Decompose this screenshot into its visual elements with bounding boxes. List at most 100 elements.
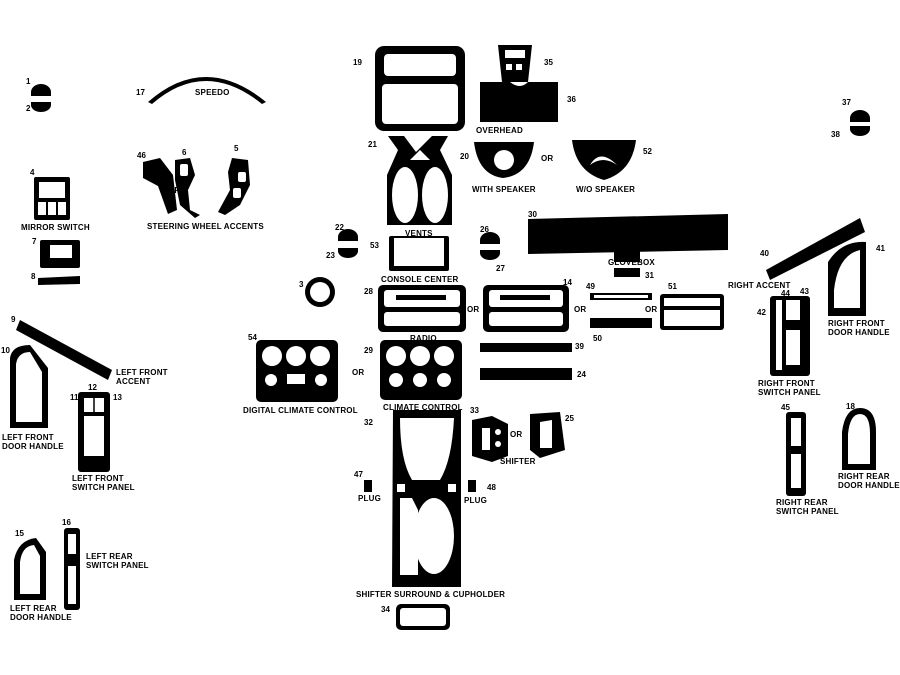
label-left-front-door-handle-2: DOOR HANDLE [2,442,64,451]
part-54-digital-climate-control [256,340,338,402]
part-53-vent-bottom [389,236,449,271]
part-number-29: 29 [364,346,373,355]
label-right-rear-switch-panel-2: SWITCH PANEL [776,507,839,516]
part-number-25: 25 [565,414,574,423]
part-number-15: 15 [15,529,24,538]
part-number-18: 18 [846,402,855,411]
part-number-19: 19 [353,58,362,67]
or-climate-control: OR [352,368,365,377]
part-number-3: 3 [299,280,304,289]
label-right-rear-switch-panel-1: RIGHT REAR [776,498,828,507]
part-number-40: 40 [760,249,769,258]
label-left-front-accent-2: ACCENT [116,377,151,386]
part-number-6: 6 [182,148,187,157]
part-number-32: 32 [364,418,373,427]
part-40-right-accent [766,218,865,280]
part-number-12: 12 [88,383,97,392]
part-26-27-knob-trim [480,232,500,260]
part-14-console-center-alt [483,285,569,332]
part-number-23: 23 [326,251,335,260]
part-49-radio-strip [590,293,652,300]
label-left-front-switch-panel-2: SWITCH PANEL [72,483,135,492]
part-number-27: 27 [496,264,505,273]
part-number-9: 9 [11,315,16,324]
part-number-53: 53 [370,241,379,250]
part-22-23-knob-trim [338,229,358,258]
part-number-17: 17 [136,88,145,97]
part-25-shifter [530,412,565,458]
label-radio: RADIO [410,334,437,343]
label-left-rear-switch-panel-1: LEFT REAR [86,552,133,561]
label-console-center: CONSOLE CENTER [381,275,459,284]
part-36-overhead-panel [480,82,558,122]
part-4-mirror-switch [34,177,70,220]
part-number-33: 33 [470,406,479,415]
label-plug-right: PLUG [464,496,488,505]
part-number-39: 39 [575,342,584,351]
or-radio-strip: OR [574,305,587,314]
part-number-22: 22 [335,223,344,232]
part-30-glovebox [528,214,728,262]
label-climate-control: CLIMATE CONTROL [383,403,463,412]
part-41-right-front-door-handle [828,241,866,316]
part-35-overhead-console [498,45,532,82]
part-number-14: 14 [563,278,572,287]
part-number-41: 41 [876,244,885,253]
label-vents: VENTS [405,229,433,238]
or-console-center: OR [467,305,480,314]
part-45-right-rear-switch-panel [786,412,806,496]
label-right-front-door-handle-1: RIGHT FRONT [828,319,885,328]
part-number-30: 30 [528,210,537,219]
part-number-34: 34 [381,605,390,614]
part-19-overhead-frame [375,46,465,131]
part-37-38-knob-trim [850,110,870,136]
part-11-13-left-front-switch-panel [78,392,110,472]
part-number-49: 49 [586,282,595,291]
part-number-26: 26 [480,225,489,234]
part-number-35: 35 [544,58,553,67]
part-number-10: 10 [1,346,10,355]
part-20-overhead-with-speaker [474,142,534,178]
part-33-shifter [472,416,508,462]
label-left-front-switch-panel-1: LEFT FRONT [72,474,124,483]
part-1-2-knob-trim [31,84,51,112]
label-mirror-switch: MIRROR SWITCH [21,223,90,232]
part-9-left-front-accent [16,320,112,380]
label-glovebox: GLOVEBOX [608,258,655,267]
part-21-vents [387,136,452,225]
label-right-front-switch-panel-2: SWITCH PANEL [758,388,821,397]
part-number-54: 54 [248,333,257,342]
label-shifter: SHIFTER [500,457,536,466]
part-10-left-front-door-handle [10,345,48,428]
part-5-steering-accent [218,158,250,215]
part-number-28: 28 [364,287,373,296]
part-number-4: 4 [30,168,35,177]
part-number-48: 48 [487,483,496,492]
part-31-glovebox-trim [614,268,640,277]
part-number-47: 47 [354,470,363,479]
part-number-51: 51 [668,282,677,291]
part-16-left-rear-switch-panel [64,528,80,610]
part-number-37: 37 [842,98,851,107]
part-17-speedo-arc [148,77,266,104]
label-left-front-accent-1: LEFT FRONT [116,368,168,377]
part-52-overhead-without-speaker [572,140,636,180]
part-number-13: 13 [113,393,122,402]
label-left-rear-door-handle-1: LEFT REAR [10,604,57,613]
part-32-shifter-surround-cupholder [392,410,461,587]
part-number-31: 31 [645,271,654,280]
part-46-steering-accent [143,158,177,214]
part-number-2: 2 [26,104,31,113]
part-15-left-rear-door-handle [14,538,46,600]
label-steering-wheel-accents: STEERING WHEEL ACCENTS [147,222,264,231]
part-48-plug [468,480,476,492]
label-overhead: OVERHEAD [476,126,523,135]
label-right-rear-door-handle-2: DOOR HANDLE [838,481,900,490]
label-shifter-surround-cupholder: SHIFTER SURROUND & CUPHOLDER [356,590,506,599]
part-8-strip [38,276,80,285]
part-34-cupholder-trim [396,604,450,630]
or-shifter: OR [510,430,523,439]
or-overhead-speaker: OR [541,154,554,163]
part-number-38: 38 [831,130,840,139]
